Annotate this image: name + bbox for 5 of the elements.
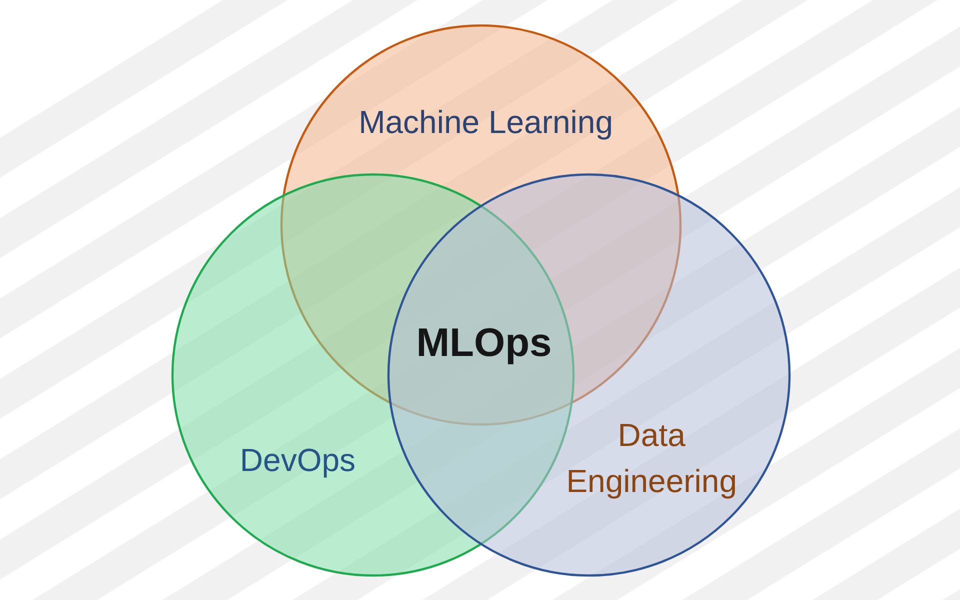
circle-label: DevOps [239,441,356,480]
circle-label: Data Engineering [566,416,738,501]
overlap-label: MLOps [416,320,552,366]
circle-label: Machine Learning [358,103,614,142]
venn-circle [387,173,791,577]
